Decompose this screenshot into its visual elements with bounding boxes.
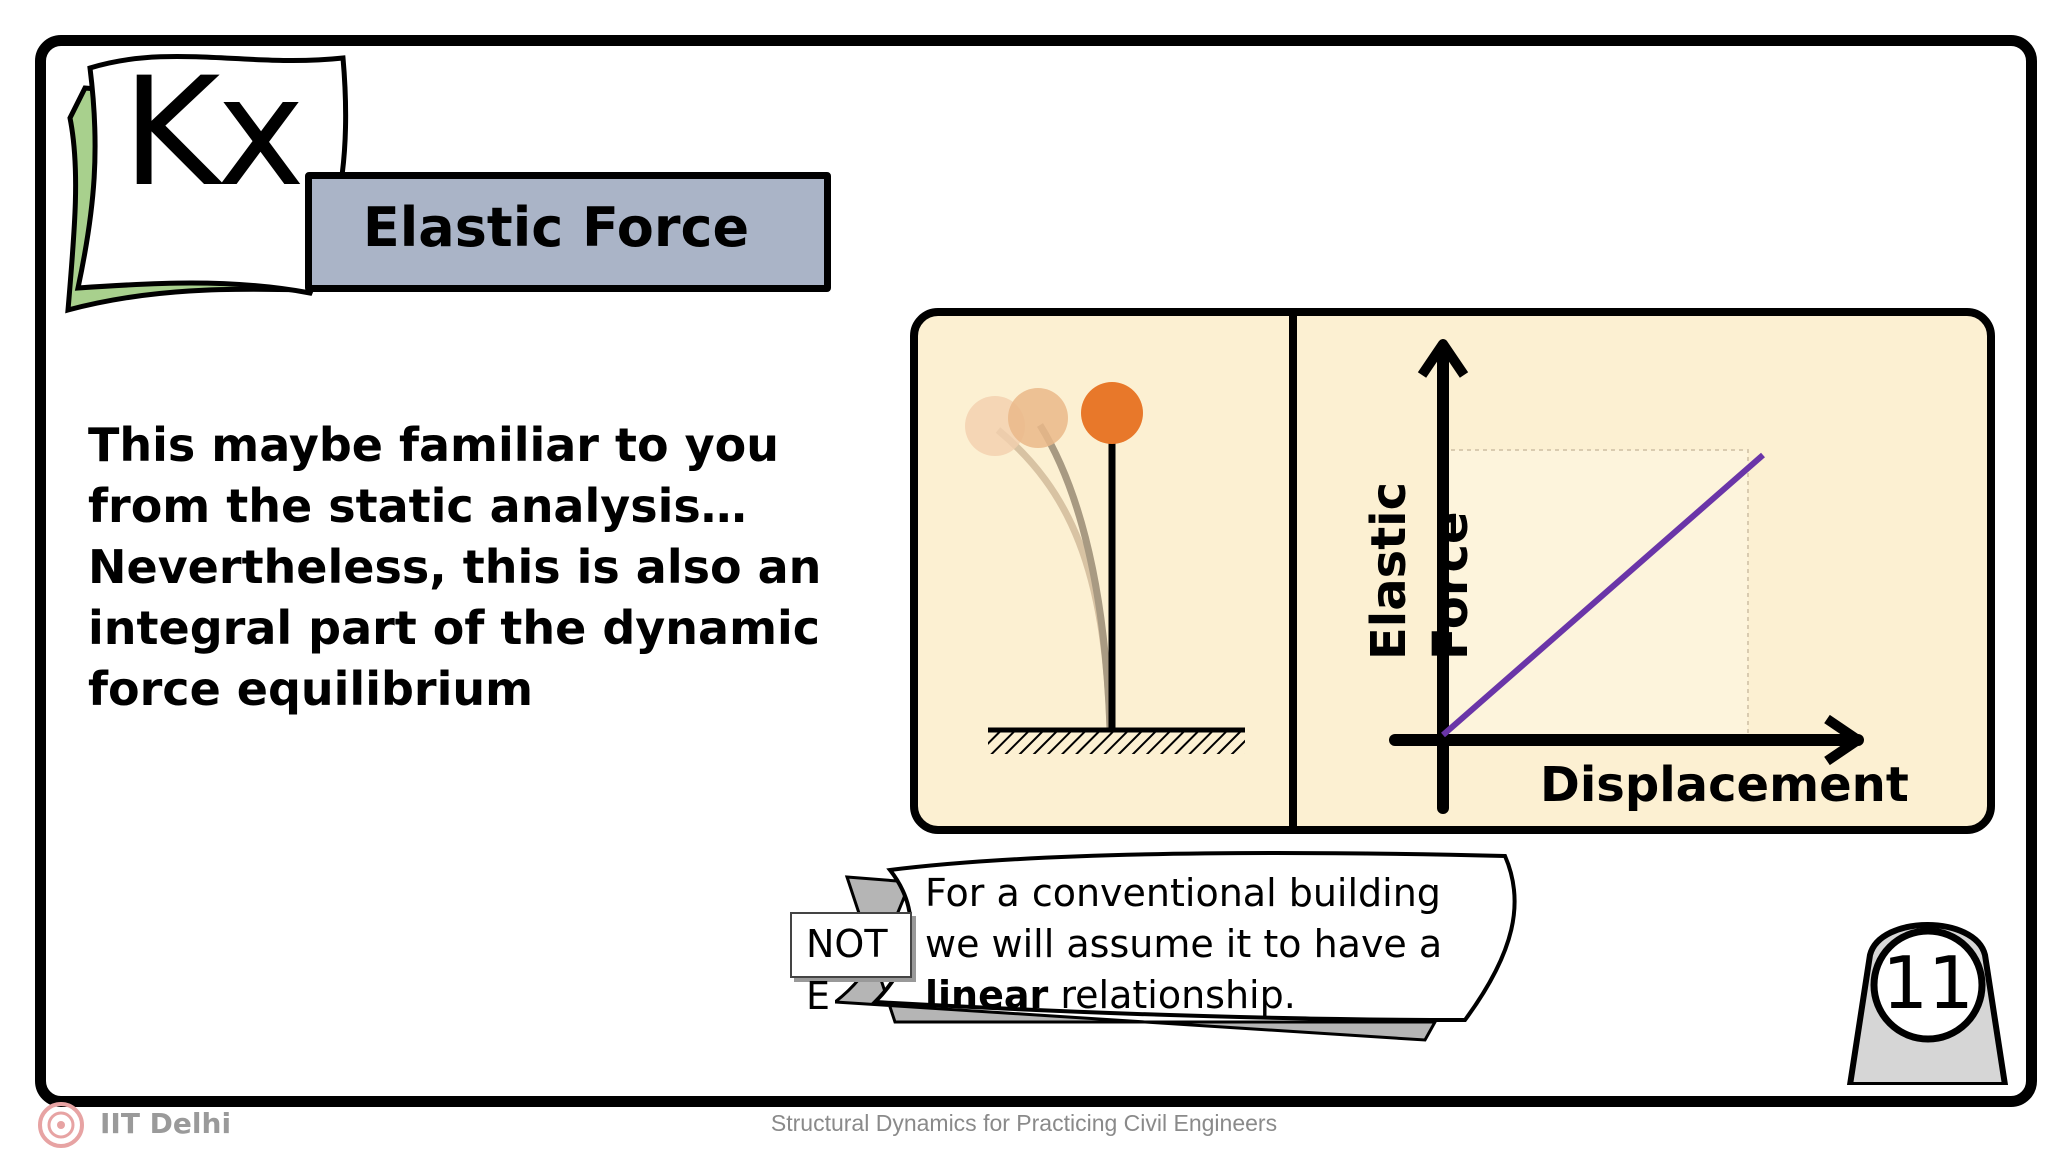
note-tag-label: NOTE bbox=[806, 922, 888, 1018]
note-text-end: relationship. bbox=[1060, 973, 1296, 1017]
y-axis-arrow-icon bbox=[1417, 339, 1469, 378]
kx-symbol: Kx bbox=[122, 46, 305, 220]
linear-relationship-line bbox=[1441, 452, 1765, 738]
ghost-mass-near bbox=[1008, 388, 1068, 448]
force-displacement-graph bbox=[1389, 339, 1864, 814]
figure-divider bbox=[1289, 314, 1297, 832]
note-tag bbox=[790, 912, 912, 978]
x-axis-arrow-icon bbox=[1824, 714, 1863, 766]
ghost-rod-near bbox=[1037, 423, 1114, 729]
page-number: 11 bbox=[1882, 941, 1974, 1025]
ground-hatch bbox=[988, 732, 1245, 754]
y-axis-label: Elastic Force bbox=[1361, 481, 1479, 660]
page-title: Elastic Force bbox=[362, 196, 750, 259]
iit-delhi-logo-icon bbox=[38, 1102, 84, 1148]
kx-card-icon bbox=[65, 53, 349, 314]
title-box bbox=[305, 172, 831, 292]
note-text-start: For a conventional building we will assu… bbox=[925, 871, 1443, 966]
footer-institution: IIT Delhi bbox=[100, 1107, 232, 1140]
body-text: This maybe familiar to you from the stat… bbox=[88, 418, 822, 716]
mass-ball bbox=[1081, 382, 1143, 444]
footer-course: Structural Dynamics for Practicing Civil… bbox=[770, 1110, 1278, 1136]
x-axis-label: Displacement bbox=[1540, 757, 1909, 813]
note-text-emphasis: linear bbox=[925, 973, 1049, 1017]
note-text: For a conventional building we will assu… bbox=[925, 868, 1485, 1021]
page-number-plinth bbox=[1846, 922, 2009, 1085]
pendulum-figure bbox=[965, 382, 1245, 754]
